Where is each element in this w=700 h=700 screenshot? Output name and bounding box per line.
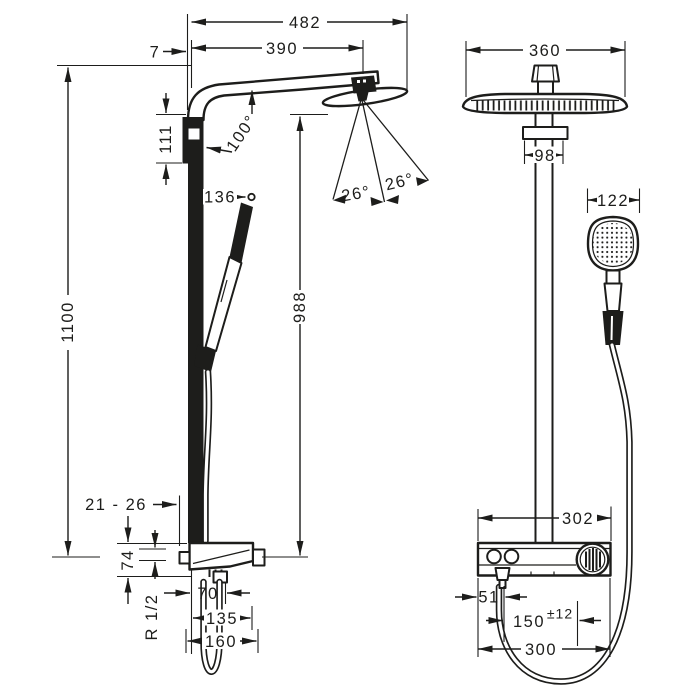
thermostat-valve-front [476, 541, 612, 589]
head-mount-front [531, 64, 560, 96]
overhead-shower-front [461, 92, 629, 115]
spray-face-hatch [473, 100, 617, 111]
dim-head-width-360: 360 [465, 41, 626, 97]
dim-label-74: 74 [119, 549, 137, 570]
dim-label-482: 482 [289, 14, 321, 32]
dim-label-26-right: 26° [383, 170, 416, 195]
dim-handshower-pivot-136: 136 [203, 189, 256, 207]
dim-head-to-bracket-111: 111 [156, 93, 186, 185]
dim-valve-depth-135: 135 [193, 606, 253, 630]
shower-hose-side-upper [202, 368, 213, 545]
dim-hose-inset-51: 51 [455, 578, 527, 657]
wall-reference-lines [186, 14, 193, 110]
dim-outlet-to-knob-150: 150 ±12 [486, 601, 601, 646]
dim-head-height-988: 988 [262, 113, 328, 558]
front-view: 360 98 [455, 41, 641, 685]
dim-label-150-tolerance: ±12 [547, 606, 573, 622]
side-view: 482 390 7 100° 111 136 [52, 14, 430, 675]
dim-label-300: 300 [525, 641, 557, 659]
dim-overall-height-1100: 1100 [52, 64, 191, 558]
dim-label-26-left: 26° [340, 183, 372, 206]
dim-label-160: 160 [205, 633, 237, 651]
dim-label-70: 70 [197, 585, 218, 603]
hand-shower-side [194, 202, 253, 372]
dim-label-111: 111 [157, 124, 175, 154]
hand-shower-front [586, 215, 640, 345]
pivot-point-marker [247, 192, 256, 202]
dim-label-21-26: 21 - 26 [85, 496, 147, 514]
dim-spray-angles-26: 26° 26° [333, 170, 429, 206]
wall-bracket-side [182, 117, 203, 164]
select-button-2 [503, 548, 520, 565]
mode-button [605, 269, 621, 285]
dim-overall-depth-160: 160 [185, 629, 259, 653]
dim-label-7: 7 [150, 44, 161, 62]
dim-label-100deg: 100° [223, 112, 260, 155]
dim-valve-width-302: 302 [477, 506, 612, 541]
spray-lines [332, 97, 430, 203]
dim-label-135: 135 [206, 610, 238, 628]
dim-connector-width-98: 98 [523, 140, 564, 165]
dim-arm-projection-390: 390 [191, 40, 364, 74]
dim-label-302: 302 [562, 510, 594, 528]
dim-valve-height-74: 74 [117, 516, 192, 604]
dim-label-150: 150 [513, 613, 545, 631]
hand-shower-holder [194, 344, 216, 372]
dim-label-122: 122 [597, 192, 629, 210]
hose-outlet-front [494, 567, 511, 589]
dim-label-390: 390 [266, 40, 298, 58]
dim-arm-angle-100: 100° [206, 90, 261, 155]
dim-wall-offset-7: 7 [150, 44, 186, 62]
dim-handshower-width-122: 122 [586, 188, 641, 213]
pipe-connector-front [522, 126, 569, 140]
dim-label-360: 360 [529, 42, 561, 60]
select-button-1 [486, 548, 502, 565]
dim-label-988: 988 [291, 291, 309, 323]
handle-clip [602, 311, 624, 345]
dim-label-98: 98 [534, 147, 555, 165]
head-nozzle [356, 90, 369, 102]
shower-arm-side [186, 70, 380, 122]
dim-label-thread-r12: R 1/2 [143, 594, 161, 641]
spray-face-dots [592, 223, 634, 264]
dim-label-51: 51 [478, 589, 499, 607]
shower-column-side [188, 112, 204, 543]
dim-wall-clearance-21-26: 21 - 26 [85, 495, 181, 546]
dim-hose-offset-70: 70 [164, 569, 250, 654]
thermostat-valve-side [178, 541, 266, 584]
wall-supply-tab [178, 551, 191, 565]
handle-front [603, 282, 623, 312]
column-pipe-front [522, 113, 569, 543]
dim-connection-span-300: 300 [478, 578, 611, 659]
dim-overall-width-482: 482 [191, 14, 408, 90]
dim-label-1100: 1100 [59, 301, 77, 342]
temperature-knob [575, 542, 610, 577]
overhead-shower-side [321, 75, 409, 108]
dim-label-136: 136 [204, 189, 236, 207]
